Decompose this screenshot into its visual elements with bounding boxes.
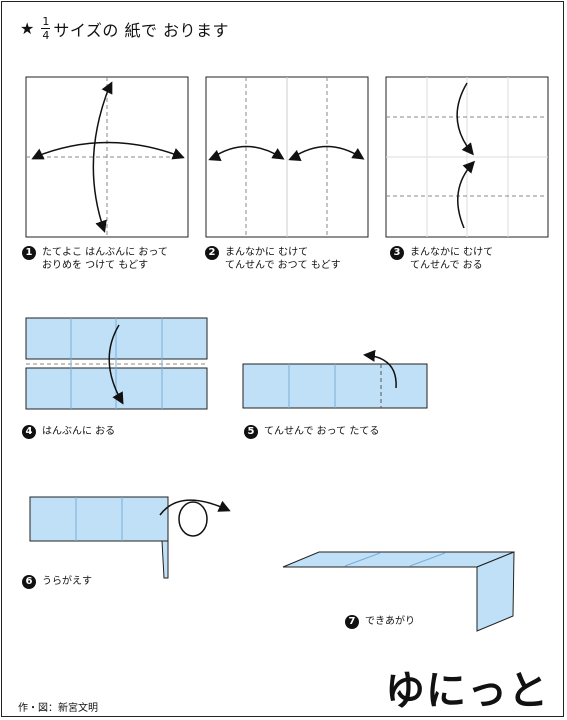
step6-turn-over-loop [178,501,208,537]
step-2-number: 2 [205,246,219,260]
step6-arrow [159,499,231,516]
page-title: ★ 1 4 サイズの 紙で おります [20,16,229,41]
step-3-text: まんなかに むけて てんせんで おる [410,247,494,271]
step-5-number: 5 [244,425,258,439]
step6-diagram [29,496,231,579]
step-7-text: できあがり [365,616,415,627]
step1-diagram [25,76,189,238]
step5-arrow [363,349,397,389]
step-6-number: 6 [22,575,36,589]
step-6-text: うらがえす [42,576,92,587]
step-5-text: てんせんで おって たてる [264,426,380,437]
step6-flap [161,540,169,579]
title-text: サイズの 紙で おります [53,20,230,40]
step-7-number: 7 [345,615,359,629]
work-title: ゆにっと [385,668,549,714]
step4-arrow [108,324,124,405]
step7-top-face [282,551,515,568]
step7-diagram [282,551,515,632]
step3-diagram [385,76,549,238]
step-7-caption: 7 できあがり [345,615,415,629]
fraction-numerator: 1 [42,15,50,28]
credit: 作・図：新宮文明 [18,703,98,714]
fraction: 1 4 [41,15,51,42]
step-2-text: まんなかに むけて てんせんで おつて もどす [225,247,341,271]
step4-diagram [25,317,208,410]
step-1-caption: 1 たてよこ はんぶんに おって おりめを つけて もどす [22,246,168,272]
fraction-denominator: 4 [42,29,50,42]
step-1-number: 1 [22,246,36,260]
step-4-caption: 4 はんぶんに おる [22,425,115,439]
step7-side-face [476,551,515,632]
step-6-caption: 6 うらがえす [22,575,92,589]
step-2-caption: 2 まんなかに むけて てんせんで おつて もどす [205,246,341,272]
step3-arrow-top [456,82,474,156]
step-4-number: 4 [22,425,36,439]
step1-arrow-vertical [92,84,111,233]
step6-paper [29,496,169,542]
step-3-caption: 3 まんなかに むけて てんせんで おる [390,246,493,272]
step2-diagram [205,76,369,238]
step-1-text: たてよこ はんぶんに おって おりめを つけて もどす [42,247,168,271]
step5-diagram [242,349,428,409]
step-4-text: はんぶんに おる [42,426,116,437]
step3-arrow-bottom [457,160,476,229]
star-icon: ★ [20,19,35,38]
step-5-caption: 5 てんせんで おって たてる [244,425,379,439]
step1-arrow-horizontal [34,141,185,160]
step-3-number: 3 [390,246,404,260]
